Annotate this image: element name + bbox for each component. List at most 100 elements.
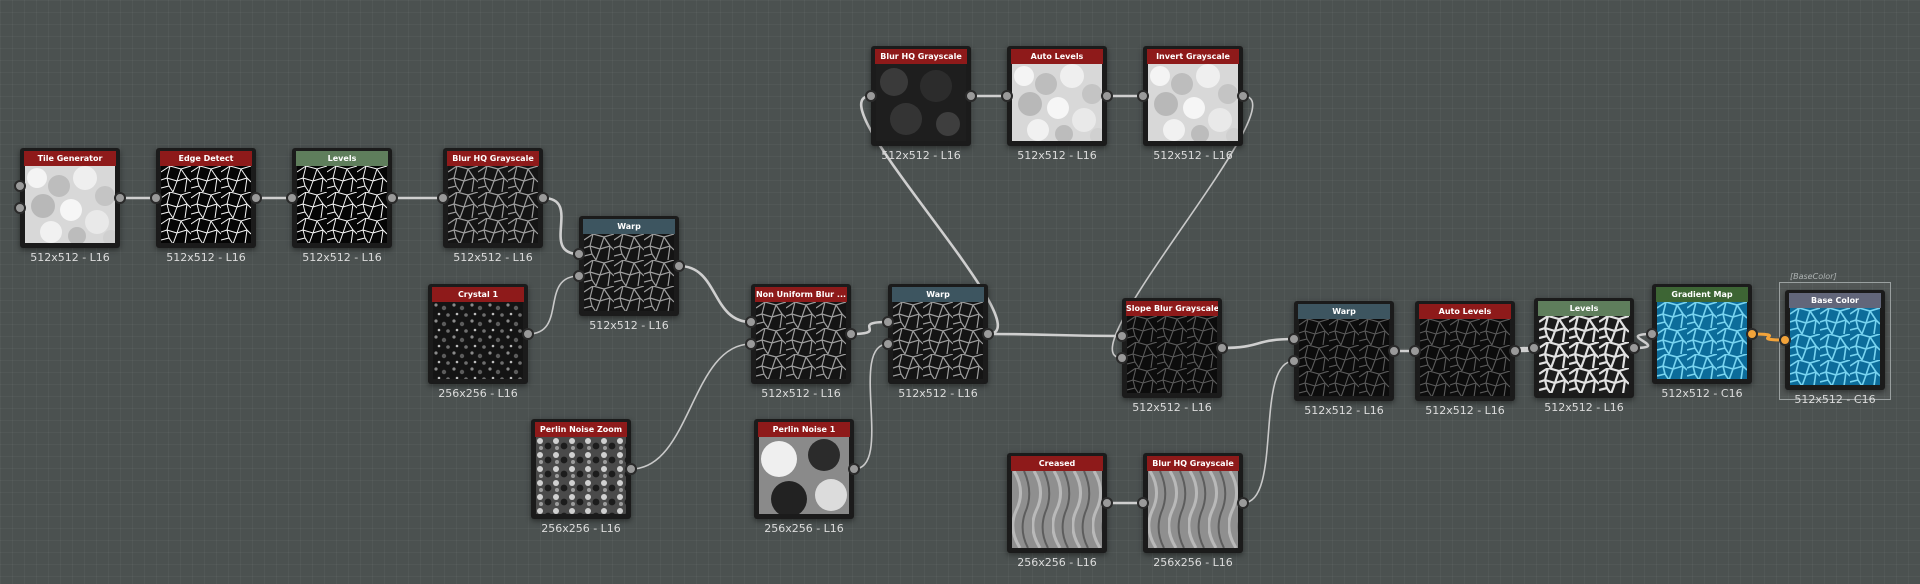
node-thumbnail [876,64,966,141]
node-thumbnail [433,302,523,379]
node-thumbnail [448,166,538,243]
output-port[interactable] [1509,345,1521,357]
input-port[interactable] [437,192,449,204]
output-port[interactable] [1237,90,1249,102]
node-resolution: 512x512 - L16 [453,251,533,264]
output-port[interactable] [625,463,637,475]
node-thumbnail [25,166,115,243]
output-port[interactable] [848,463,860,475]
input-port[interactable] [865,90,877,102]
node-thumbnail [1299,319,1389,396]
node-title: Auto Levels [1011,49,1103,64]
input-port[interactable] [1646,328,1658,340]
node-resolution: 512x512 - L16 [881,149,961,162]
node-resolution: 512x512 - L16 [1017,149,1097,162]
output-port[interactable] [386,192,398,204]
node-title: Levels [1538,301,1630,316]
node-resolution: 512x512 - L16 [1153,149,1233,162]
node-title: Invert Grayscale [1147,49,1239,64]
node-resolution: 512x512 - L16 [302,251,382,264]
node-thumbnail [584,234,674,311]
output-port[interactable] [522,328,534,340]
output-port[interactable] [1746,328,1758,340]
node-resolution: 512x512 - L16 [1132,401,1212,414]
output-port[interactable] [1101,497,1113,509]
connection-non-uniform-blur-to-warp-2[interactable] [850,320,889,336]
output-tag: [BaseColor] [1790,272,1837,281]
output-port[interactable] [1216,342,1228,354]
output-port[interactable] [1628,342,1640,354]
node-resolution: 512x512 - L16 [1544,401,1624,414]
input-port[interactable] [14,180,26,192]
input-port[interactable] [14,202,26,214]
connection-gradient-map-to-base-color[interactable] [1751,332,1786,342]
node-title: Gradient Map [1656,287,1748,302]
output-port[interactable] [845,328,857,340]
input-port[interactable] [286,192,298,204]
node-resolution: 512x512 - L16 [761,387,841,400]
node-title: Base Color [1789,293,1881,308]
input-port[interactable] [573,248,585,260]
connection-auto-levels-2-to-levels-2[interactable] [1514,346,1535,353]
node-title: Perlin Noise 1 [758,422,850,437]
connection-blur-hq-3-to-warp-3[interactable] [1242,360,1295,504]
node-thumbnail [536,437,626,514]
node-resolution: 256x256 - L16 [1153,556,1233,569]
node-title: Perlin Noise Zoom [535,422,627,437]
input-port[interactable] [1528,342,1540,354]
input-port[interactable] [1116,352,1128,364]
input-port[interactable] [150,192,162,204]
node-thumbnail [756,302,846,379]
node-resolution: 256x256 - L16 [541,522,621,535]
connection-warp-1-to-non-uniform-blur[interactable] [678,264,752,324]
connection-levels-2-to-gradient-map[interactable] [1633,332,1653,350]
node-title: Warp [892,287,984,302]
connection-warp-2-to-blur-hq-2[interactable] [860,94,999,336]
node-title: Creased [1011,456,1103,471]
connection-invert-grayscale-to-slope-blur[interactable] [1111,95,1254,359]
input-port[interactable] [1137,90,1149,102]
input-port[interactable] [745,316,757,328]
output-port[interactable] [537,192,549,204]
input-port[interactable] [1001,90,1013,102]
connection-crystal-1-to-warp-1[interactable] [527,275,580,335]
output-port[interactable] [114,192,126,204]
input-port[interactable] [1288,355,1300,367]
node-title: Blur HQ Grayscale [447,151,539,166]
node-resolution: 512x512 - C16 [1661,387,1743,400]
node-thumbnail [1127,316,1217,393]
output-port[interactable] [673,260,685,272]
node-thumbnail [1012,471,1102,548]
node-resolution: 512x512 - L16 [1425,404,1505,417]
output-port[interactable] [1237,497,1249,509]
input-port[interactable] [1409,345,1421,357]
input-port[interactable] [1137,497,1149,509]
node-title: Blur HQ Grayscale [1147,456,1239,471]
output-port[interactable] [1101,90,1113,102]
node-title: Blur HQ Grayscale [875,49,967,64]
node-thumbnail [1420,319,1510,396]
connection-perlin-zoom-to-non-uniform-blur[interactable] [630,343,752,470]
input-port[interactable] [745,338,757,350]
output-port[interactable] [982,328,994,340]
input-port[interactable] [1116,330,1128,342]
node-thumbnail [893,302,983,379]
node-resolution: 256x256 - L16 [764,522,844,535]
node-resolution: 512x512 - L16 [1304,404,1384,417]
input-port[interactable] [882,316,894,328]
output-port[interactable] [1388,345,1400,357]
input-port[interactable] [882,338,894,350]
connection-blur-hq-1-to-warp-1[interactable] [542,196,580,256]
node-thumbnail [759,437,849,514]
connection-warp-2-to-slope-blur[interactable] [987,332,1123,338]
output-port[interactable] [250,192,262,204]
node-resolution: 512x512 - L16 [30,251,110,264]
input-port[interactable] [573,270,585,282]
output-port[interactable] [965,90,977,102]
node-resolution: 512x512 - C16 [1794,393,1876,406]
input-port[interactable] [1288,333,1300,345]
input-port[interactable] [1779,334,1791,346]
connection-perlin-1-to-warp-2[interactable] [853,343,889,470]
connection-slope-blur-to-warp-3[interactable] [1221,337,1295,350]
